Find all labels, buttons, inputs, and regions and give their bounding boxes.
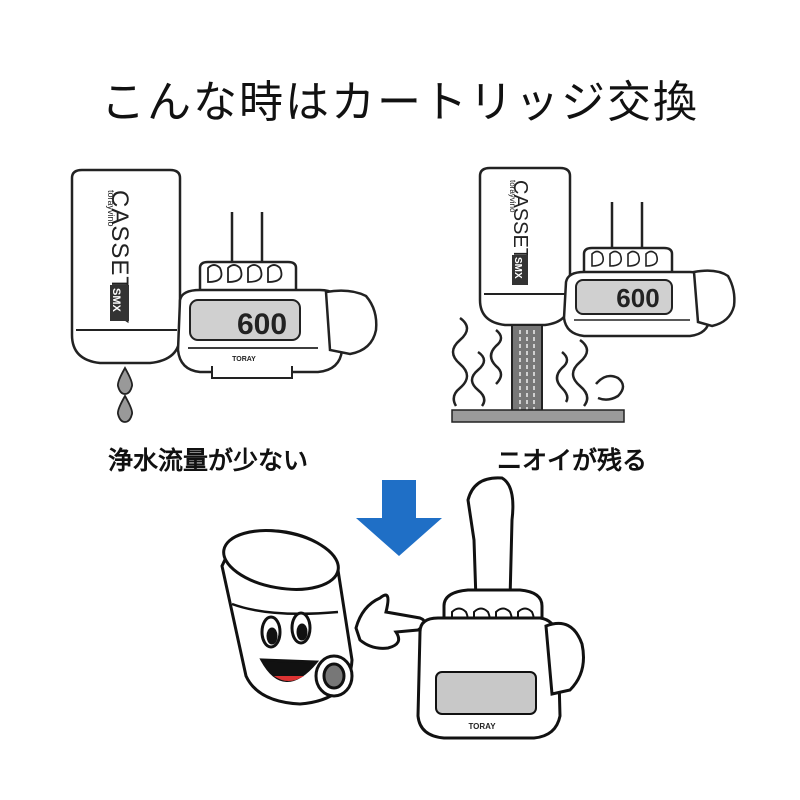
water-stream	[511, 324, 543, 414]
pointing-hand	[354, 593, 426, 650]
caption-low-flow: 浄水流量が少ない	[108, 446, 309, 475]
display-value: 600	[616, 283, 659, 313]
faucet-pipe	[610, 202, 644, 248]
maker-label: TORAY	[468, 722, 496, 731]
sink-surface	[451, 409, 625, 423]
brand-small-label: torayvino	[508, 180, 517, 213]
display-value: 600	[237, 308, 287, 341]
filter-head	[176, 260, 378, 379]
headline: こんな時はカートリッジ交換	[101, 77, 699, 128]
model-badge	[512, 255, 528, 285]
cartridge-character	[220, 529, 354, 706]
caption-odor: ニオイが残る	[497, 446, 648, 475]
model-badge	[110, 285, 129, 321]
water-drop-icon	[116, 366, 134, 423]
brand-small-label: torayvino	[106, 190, 116, 227]
new-faucet-filter	[416, 476, 585, 740]
odor-wave-icon	[451, 316, 625, 407]
model-label: SMX	[110, 288, 122, 313]
down-arrow-icon	[356, 480, 442, 556]
model-label: SMX	[512, 257, 523, 279]
faucet-pipe	[230, 212, 264, 262]
filter-head	[562, 246, 736, 338]
maker-label: TORAY	[232, 356, 256, 363]
cartridge-body	[478, 166, 572, 327]
